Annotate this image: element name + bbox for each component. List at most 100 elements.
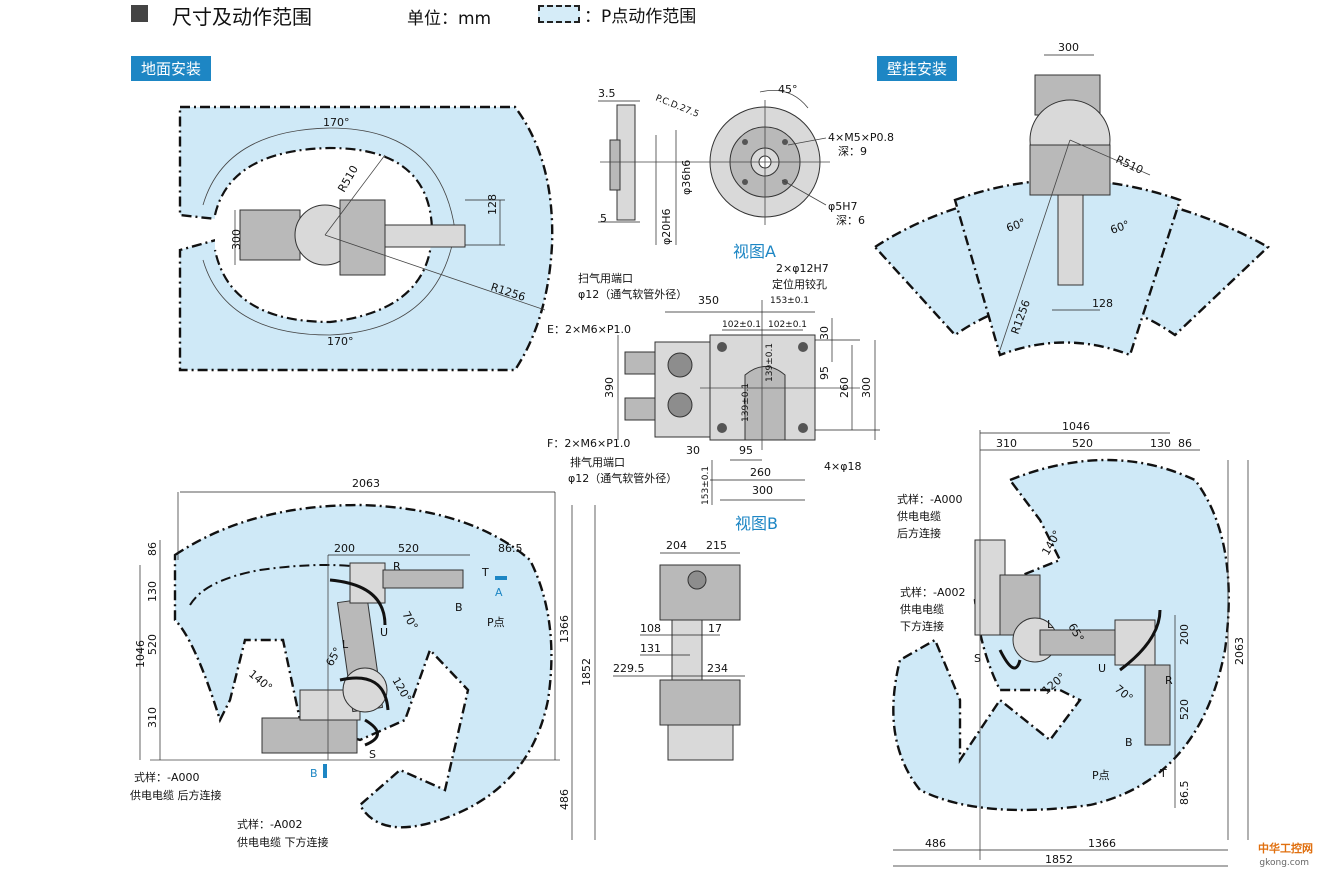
label-520-v: 520 [146, 634, 159, 655]
label-139-lower: 139±0.1 [741, 383, 751, 422]
label-3-5: 3.5 [598, 87, 616, 100]
label-purge-in-size: φ12（通气软管外径） [578, 287, 687, 301]
fs-upper-arm [382, 569, 464, 589]
label-ws-t: T [1159, 767, 1167, 780]
label-153-bottom: 153±0.1 [701, 466, 711, 505]
tag-wall-mount: 壁挂安装 [877, 56, 958, 81]
label-s: S [369, 748, 376, 761]
label-wt-60l: 60° [1005, 216, 1028, 235]
label-108: 108 [640, 622, 661, 635]
view-b-title: 视图B [735, 514, 778, 533]
label-ws-520: 520 [1072, 437, 1093, 450]
wall-top-view: 300 R510 60° 60° R1256 128 [873, 41, 1271, 357]
label-u: U [380, 626, 388, 639]
flange-detail: 3.5 P.C.D.27.5 5 φ36h6 φ20H6 45° 4×M5×P0… [598, 83, 894, 245]
wall-side-view: 1046 310 520 130 86 式样：-A000 供电电缆 后方连接 式… [892, 420, 1249, 867]
label-45: 45° [778, 83, 798, 96]
label-ws-l: L [1047, 618, 1054, 631]
label-ws-130: 130 [1150, 437, 1171, 450]
label-note2: 式样：-A002 [237, 817, 303, 831]
label-r: R [393, 560, 401, 573]
label-wt-300: 300 [1058, 41, 1079, 54]
label-229-5: 229.5 [613, 662, 645, 675]
label-131: 131 [640, 642, 661, 655]
ws-wrist [1144, 664, 1171, 746]
floor-top-shoulder [339, 199, 386, 276]
label-p-point: P点 [487, 616, 505, 629]
label-ws-1046: 1046 [1062, 420, 1090, 433]
vb-arm [671, 619, 703, 681]
label-486: 486 [558, 789, 571, 810]
label-ws-s: S [974, 652, 981, 665]
label-note1: 式样：-A000 [134, 770, 200, 784]
bullet-square-icon [131, 5, 148, 22]
label-b: B [455, 601, 463, 614]
label-ws-86: 86 [1178, 437, 1192, 450]
label-bv: B [310, 767, 318, 780]
label-17: 17 [708, 622, 722, 635]
floor-top-view: 170° 170° R510 R1256 300 128 [178, 105, 554, 372]
fs-base [261, 717, 358, 754]
label-520: 520 [398, 542, 419, 555]
label-ws-200: 200 [1178, 624, 1191, 645]
label-170-top: 170° [323, 116, 350, 129]
fs-elbow [349, 562, 386, 604]
unit-label: 单位：mm [407, 9, 492, 29]
label-ws-1852: 1852 [1045, 853, 1073, 866]
label-purge-out: 排气用端口 [570, 455, 625, 469]
label-310: 310 [146, 707, 159, 728]
label-130: 130 [146, 581, 159, 602]
label-ws-note1: 式样：-A000 [897, 492, 963, 506]
label-350: 350 [698, 294, 719, 307]
view-b-robot: 204 215 108 17 131 229.5 234 [613, 539, 745, 761]
label-1366: 1366 [558, 615, 571, 643]
view-a-title: 视图A [733, 242, 776, 261]
label-holes: 4×M5×P0.8 [828, 131, 894, 144]
watermark-url: gkong.com [1259, 858, 1309, 868]
legend-label: ：P点动作范围 [584, 7, 697, 27]
label-a: A [495, 586, 503, 599]
label-ws-520v: 520 [1178, 699, 1191, 720]
label-ws-2063: 2063 [1233, 637, 1246, 665]
label-pcd: P.C.D.27.5 [654, 94, 700, 120]
label-ws-note2b: 供电电缆 [900, 602, 944, 616]
floor-side-view: 2063 200 520 86.5 86 130 520 1046 310 13… [130, 477, 596, 849]
label-300: 300 [230, 229, 243, 250]
label-ws-note1b: 供电电缆 [897, 509, 941, 523]
label-wt-r510: R510 [1114, 153, 1145, 177]
label-139-upper: 139±0.1 [765, 343, 775, 382]
label-ws-310: 310 [996, 437, 1017, 450]
vb-base [667, 724, 734, 761]
label-holes-depth: 深：9 [838, 145, 867, 158]
label-102-right: 102±0.1 [768, 320, 807, 330]
label-86: 86 [146, 542, 159, 556]
label-holes-18: 4×φ18 [824, 460, 861, 473]
label-ws-note2: 式样：-A002 [900, 585, 966, 599]
label-95-bottom: 95 [739, 444, 753, 457]
label-ws-b: B [1125, 736, 1133, 749]
label-20h6: φ20H6 [660, 208, 673, 245]
label-e-port: E：2×M6×P1.0 [547, 323, 631, 336]
wt-shoulder [1029, 144, 1111, 196]
label-170-bottom: 170° [327, 335, 354, 348]
label-300-right: 300 [860, 377, 873, 398]
watermark-logo: 中华工控网 [1258, 842, 1313, 855]
tag-floor-mount: 地面安装 [131, 56, 212, 81]
label-ws-r: R [1165, 674, 1173, 687]
label-t: T [481, 566, 489, 579]
base-plate-view: 扫气用端口 φ12（通气软管外径） 350 2×φ12H7 定位用铰孔 153±… [547, 262, 880, 505]
label-36h6: φ36h6 [680, 160, 693, 195]
label-pin: φ5H7 [828, 200, 858, 213]
label-2063: 2063 [352, 477, 380, 490]
label-390: 390 [603, 377, 616, 398]
legend-swatch [538, 5, 580, 23]
label-30-right: 30 [818, 326, 831, 340]
label-1046: 1046 [134, 640, 147, 668]
label-purge-in: 扫气用端口 [578, 271, 633, 285]
floor-top-arm [384, 224, 466, 248]
label-95-right: 95 [818, 366, 831, 380]
label-128: 128 [486, 194, 499, 215]
label-30-bottom: 30 [686, 444, 700, 457]
label-ws-note1c: 后方连接 [897, 526, 941, 540]
